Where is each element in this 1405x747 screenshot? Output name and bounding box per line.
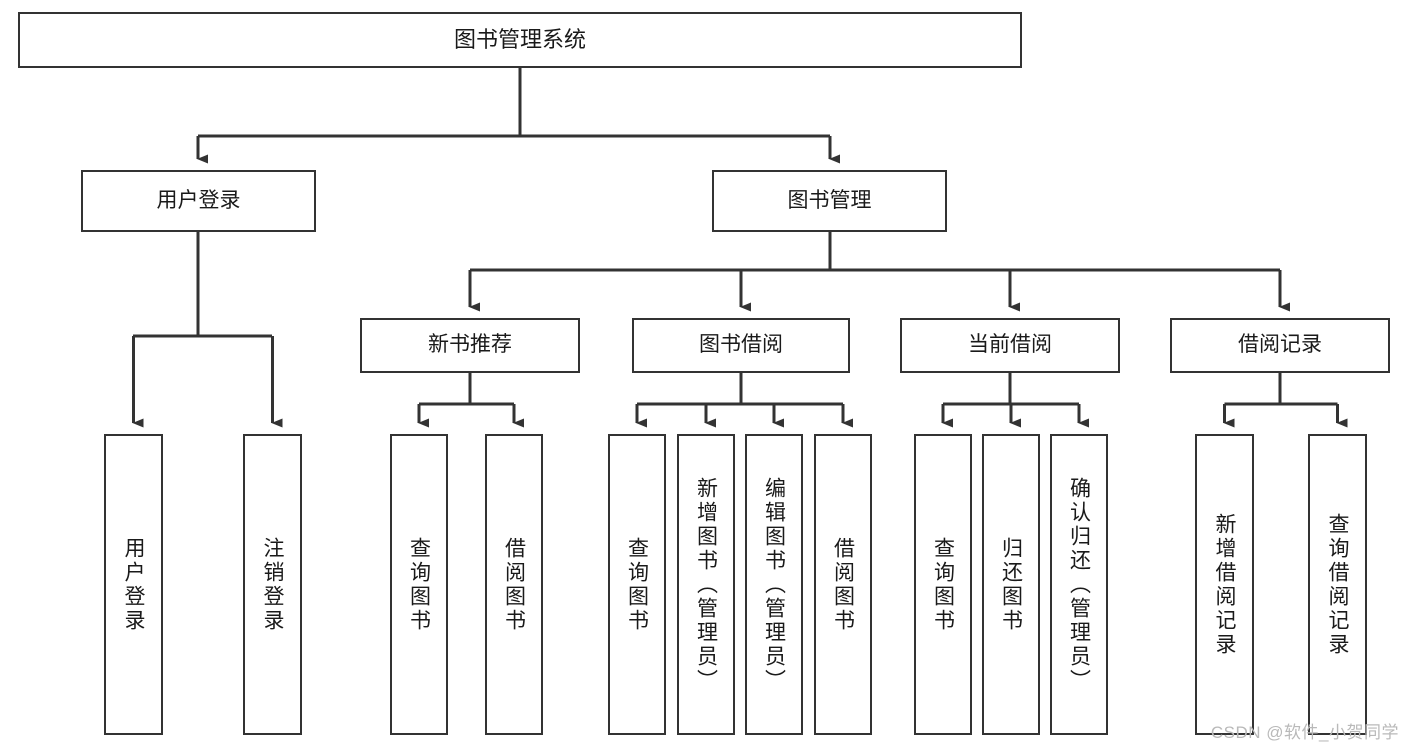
node-leaf-query-book-2-label: 查询图书 xyxy=(625,536,649,633)
node-leaf-confirm-return-label: 确认归还（管理员） xyxy=(1067,476,1091,693)
node-borrow-record-label: 借阅记录 xyxy=(1238,333,1322,357)
node-current-borrow[interactable]: 当前借阅 xyxy=(900,318,1120,373)
node-leaf-logout-label: 注销登录 xyxy=(261,536,284,633)
node-new-book-rec[interactable]: 新书推荐 xyxy=(360,318,580,373)
node-leaf-edit-book[interactable]: 编辑图书（管理员） xyxy=(745,434,803,735)
node-leaf-add-book-label: 新增图书（管理员） xyxy=(694,476,718,693)
node-leaf-query-record[interactable]: 查询借阅记录 xyxy=(1308,434,1367,735)
node-leaf-add-record[interactable]: 新增借阅记录 xyxy=(1195,434,1254,735)
node-book-borrow-label: 图书借阅 xyxy=(699,333,783,357)
node-borrow-record[interactable]: 借阅记录 xyxy=(1170,318,1390,373)
node-leaf-add-book[interactable]: 新增图书（管理员） xyxy=(677,434,735,735)
node-leaf-query-record-label: 查询借阅记录 xyxy=(1326,512,1349,657)
node-leaf-borrow-book-2-label: 借阅图书 xyxy=(831,536,855,633)
node-leaf-query-book-3-label: 查询图书 xyxy=(931,536,955,633)
node-leaf-query-book-3[interactable]: 查询图书 xyxy=(914,434,972,735)
node-current-borrow-label: 当前借阅 xyxy=(968,333,1052,357)
node-leaf-logout[interactable]: 注销登录 xyxy=(243,434,302,735)
node-leaf-borrow-book-2[interactable]: 借阅图书 xyxy=(814,434,872,735)
node-leaf-user-login[interactable]: 用户登录 xyxy=(104,434,163,735)
node-root-label: 图书管理系统 xyxy=(453,27,586,53)
node-leaf-return-book[interactable]: 归还图书 xyxy=(982,434,1040,735)
node-user-login[interactable]: 用户登录 xyxy=(81,170,316,232)
node-leaf-query-book-2[interactable]: 查询图书 xyxy=(608,434,666,735)
node-leaf-query-book-1[interactable]: 查询图书 xyxy=(390,434,448,735)
node-book-manage-label: 图书管理 xyxy=(787,188,872,212)
node-leaf-borrow-book-1-label: 借阅图书 xyxy=(502,536,526,633)
node-leaf-borrow-book-1[interactable]: 借阅图书 xyxy=(485,434,543,735)
node-leaf-user-login-label: 用户登录 xyxy=(122,536,145,633)
node-leaf-query-book-1-label: 查询图书 xyxy=(407,536,431,633)
watermark: CSDN @软件_小贺同学 xyxy=(1210,723,1399,742)
node-leaf-return-book-label: 归还图书 xyxy=(999,536,1023,633)
node-book-borrow[interactable]: 图书借阅 xyxy=(632,318,850,373)
node-user-login-label: 用户登录 xyxy=(156,188,241,212)
node-root[interactable]: 图书管理系统 xyxy=(18,12,1022,68)
node-book-manage[interactable]: 图书管理 xyxy=(712,170,947,232)
node-leaf-add-record-label: 新增借阅记录 xyxy=(1213,512,1236,657)
node-new-book-rec-label: 新书推荐 xyxy=(428,333,512,357)
node-leaf-confirm-return[interactable]: 确认归还（管理员） xyxy=(1050,434,1108,735)
node-leaf-edit-book-label: 编辑图书（管理员） xyxy=(762,476,786,693)
